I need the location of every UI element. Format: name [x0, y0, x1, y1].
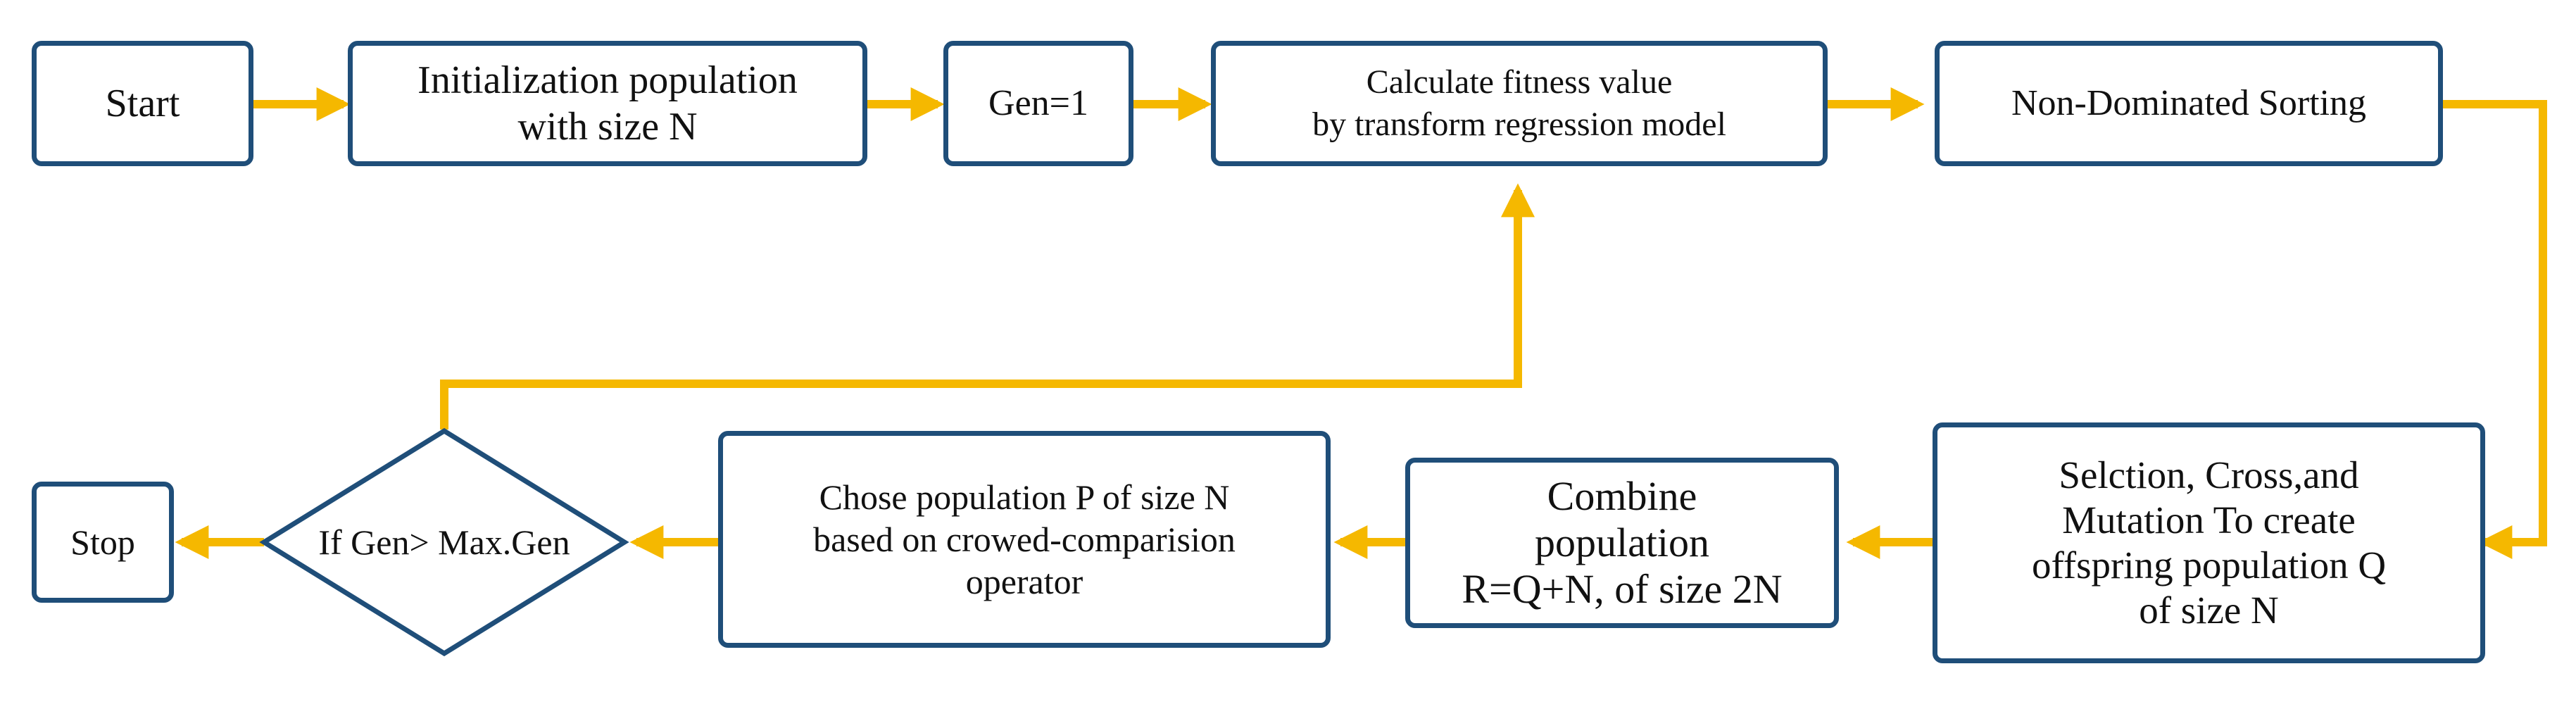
stop-box: Stop	[32, 482, 174, 603]
arrow-decision-to-fitness	[440, 183, 1535, 430]
start-label: Start	[105, 82, 180, 125]
decision-label: If Gen> Max.Gen	[318, 522, 570, 562]
chose-line-3: operator	[965, 562, 1083, 601]
combine-line-1: Combine	[1547, 473, 1697, 519]
arrow-sorting-to-selection	[2443, 100, 2547, 559]
combine-line-3: R=Q+N, of size 2N	[1462, 566, 1783, 612]
combine-line-2: population	[1534, 520, 1710, 565]
combine-box: Combine population R=Q+N, of size 2N	[1405, 458, 1839, 628]
gen-init-label: Gen=1	[988, 83, 1088, 123]
selection-line-2: Mutation To create	[2062, 499, 2356, 541]
selection-line-1: Selction, Cross,and	[2059, 453, 2359, 496]
stop-label: Stop	[70, 522, 135, 562]
start-box: Start	[32, 41, 253, 166]
fitness-line-1: Calculate fitness value	[1366, 63, 1673, 101]
fitness-box: Calculate fitness value by transform reg…	[1211, 41, 1828, 166]
decision-diamond	[259, 427, 629, 657]
non-dominated-sorting-label: Non-Dominated Sorting	[2011, 83, 2367, 123]
initialization-line-1: Initialization population	[417, 58, 798, 102]
non-dominated-sorting-box: Non-Dominated Sorting	[1935, 41, 2443, 166]
initialization-box: Initialization population with size N	[348, 41, 867, 166]
chose-population-box: Chose population P of size N based on cr…	[718, 431, 1331, 648]
fitness-line-2: by transform regression model	[1312, 106, 1726, 143]
initialization-line-2: with size N	[517, 105, 698, 149]
chose-line-2: based on crowed-comparision	[813, 520, 1236, 559]
selection-line-3: offspring population Q	[2031, 544, 2387, 587]
gen-init-box: Gen=1	[943, 41, 1133, 166]
selection-box: Selction, Cross,and Mutation To create o…	[1933, 422, 2485, 663]
selection-line-4: of size N	[2139, 589, 2279, 632]
chose-line-1: Chose population P of size N	[819, 477, 1230, 517]
